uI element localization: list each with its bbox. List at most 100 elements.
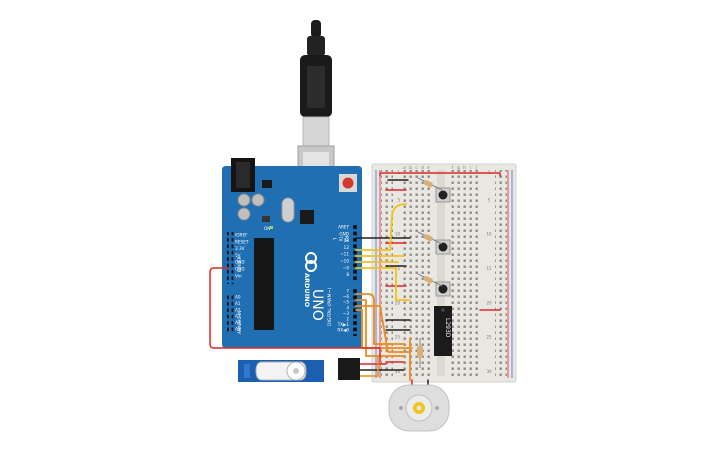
resistor-1 [417, 177, 443, 191]
model-label: UNO [309, 289, 325, 321]
digital-pin-label: 13 [344, 238, 350, 243]
analog-pin-label: A2 [235, 307, 241, 312]
digital-pin-label: ~11 [340, 252, 349, 257]
atmega-chip [254, 238, 274, 330]
digital-pin-label: 4 [346, 305, 349, 310]
analog-pin-label: A5 [235, 327, 241, 332]
power-pin-label: Vin [235, 273, 242, 278]
tx-led-label: TX [338, 235, 343, 242]
arduino-logo-icon [305, 252, 317, 272]
dc-motor-icon [388, 384, 450, 432]
column-letter: a [403, 165, 406, 170]
terminal-strip-left [402, 170, 432, 376]
digital-pin-label: ~5 [343, 300, 350, 305]
column-letter: g [457, 165, 460, 170]
right-power-rail [495, 170, 507, 376]
terminal-strip-right [450, 170, 480, 376]
digital-pin-label: TX▶1 [337, 322, 350, 327]
analog-pin-label: A3 [235, 314, 241, 319]
on-led-label: ON [264, 226, 270, 231]
resistor-4 [417, 338, 423, 368]
wire-red [379, 172, 501, 177]
row-number: 20 [486, 300, 492, 305]
digital-pin-label: 8 [346, 272, 349, 277]
servo-connector [338, 358, 360, 380]
power-header [227, 232, 234, 284]
row-number: 10 [486, 232, 492, 237]
pushbutton-1[interactable] [435, 187, 451, 203]
column-letter: d [421, 165, 424, 170]
column-letter: c [415, 165, 417, 170]
resistor-2 [417, 231, 443, 245]
power-pin-label: GND [235, 260, 245, 265]
wire-orange [355, 293, 405, 345]
rx-led-label: RX [344, 236, 349, 242]
digital-pin-label: RX◀0 [337, 328, 349, 333]
digital-label: DIGITAL (PWM~) [327, 288, 333, 326]
digital-header-high [351, 224, 358, 282]
digital-pin-label: ~6 [343, 294, 350, 299]
digital-pin-label: ~3 [343, 311, 350, 316]
wire-orange [355, 305, 411, 353]
chip-label: L293D [444, 318, 451, 338]
column-letter: f [452, 165, 454, 170]
row-number: 15 [486, 266, 492, 271]
motor-driver-chip: L293D [434, 306, 452, 356]
wire-yellow [355, 267, 411, 301]
analog-header [227, 294, 234, 334]
column-letter: h [463, 165, 466, 170]
analog-in-label: ANALOG IN [237, 311, 242, 334]
column-letter: j [475, 165, 477, 170]
row-number: 25 [486, 335, 492, 340]
column-letter: e [427, 165, 430, 170]
digital-pin-label: GND [339, 231, 349, 236]
row-number: 25 [395, 335, 401, 340]
digital-pin-label: ~9 [343, 265, 350, 270]
center-channel [437, 170, 445, 376]
row-number: 30 [395, 369, 401, 374]
analog-pin-label: A0 [235, 295, 241, 300]
power-label: POWER [237, 256, 242, 272]
wire-orange [359, 355, 379, 377]
analog-pin-label: A4 [235, 320, 241, 325]
wires [209, 172, 501, 393]
power-pin-label: IOREF [235, 233, 248, 238]
column-letter: i [470, 165, 471, 170]
row-number: 20 [395, 300, 401, 305]
power-pin-label: 5V [235, 253, 241, 258]
pushbutton-3[interactable] [435, 281, 451, 297]
l-led-label: L [332, 238, 337, 241]
power-pin-label: RESET [235, 239, 249, 244]
wire-red [209, 267, 381, 363]
pushbutton-2[interactable] [435, 239, 451, 255]
digital-pin-label: 2 [346, 317, 349, 322]
row-number: 10 [395, 232, 401, 237]
wire-yellow [355, 203, 407, 251]
servo-icon [238, 358, 360, 382]
row-number: 5 [397, 197, 400, 202]
digital-pin-label: AREF [338, 225, 349, 230]
analog-pin-label: A1 [235, 301, 241, 306]
brand-label: ARDUINO [303, 273, 311, 308]
wire-orange [355, 299, 405, 357]
row-number: 15 [395, 266, 401, 271]
row-number: 30 [486, 369, 492, 374]
digital-pin-label: 12 [344, 245, 350, 250]
resistor-3 [417, 273, 443, 287]
digital-header-low [351, 288, 358, 336]
column-letter: b [409, 165, 412, 170]
power-pin-label: GND [235, 267, 245, 272]
digital-pin-label: 7 [346, 289, 349, 294]
digital-pin-label: ~10 [340, 259, 349, 264]
row-number: 5 [488, 197, 491, 202]
power-pin-label: 3.3V [235, 246, 245, 251]
